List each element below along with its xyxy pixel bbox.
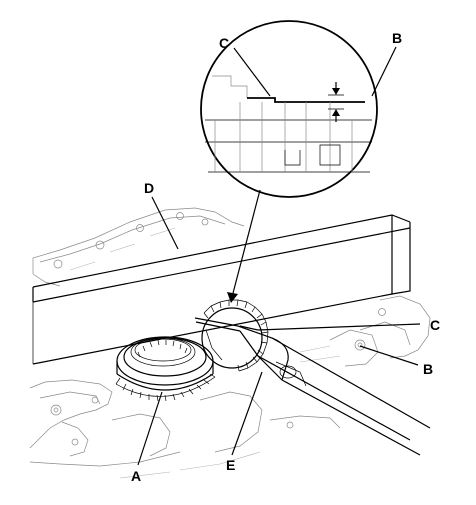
detail-magnifier bbox=[200, 20, 378, 303]
leader-lines bbox=[137, 46, 421, 466]
callout-d: D bbox=[144, 180, 154, 196]
callout-b: B bbox=[423, 361, 433, 377]
callout-c: C bbox=[430, 317, 440, 333]
feeler-gauge bbox=[194, 317, 431, 456]
differential-gear bbox=[201, 299, 269, 372]
straight-edge bbox=[32, 214, 411, 365]
bearing-race bbox=[115, 336, 216, 402]
callout-e: E bbox=[226, 457, 235, 473]
transmission-housing bbox=[29, 207, 431, 479]
callout-c-detail: C bbox=[219, 35, 229, 51]
callout-b-detail: B bbox=[392, 30, 402, 46]
callout-a: A bbox=[131, 468, 141, 484]
